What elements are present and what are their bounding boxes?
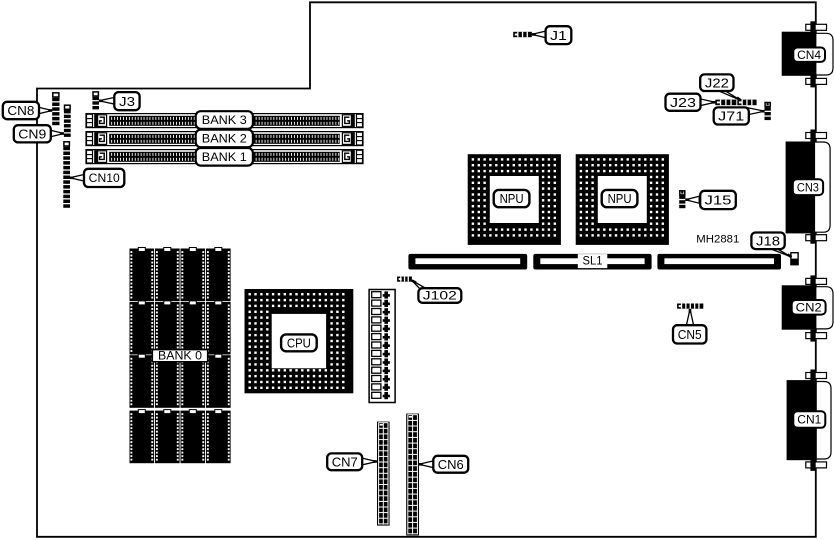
svg-text:BANK 2: BANK 2 <box>202 134 247 146</box>
svg-text:CN6: CN6 <box>438 457 464 472</box>
svg-text:BANK 0: BANK 0 <box>158 350 202 362</box>
svg-text:CN9: CN9 <box>18 127 46 142</box>
svg-text:J3: J3 <box>119 94 135 109</box>
svg-text:CN10: CN10 <box>89 171 120 185</box>
svg-text:J102: J102 <box>423 291 457 303</box>
svg-text:BANK 3: BANK 3 <box>202 115 247 127</box>
svg-text:NPU: NPU <box>500 191 524 206</box>
svg-text:J1: J1 <box>550 28 567 43</box>
svg-text:SL1: SL1 <box>583 256 603 268</box>
svg-text:CN3: CN3 <box>797 182 819 194</box>
svg-text:J22: J22 <box>705 75 729 90</box>
svg-text:J15: J15 <box>705 193 732 208</box>
svg-text:BANK 1: BANK 1 <box>202 152 247 164</box>
svg-text:CN2: CN2 <box>796 302 822 314</box>
svg-text:MH2881: MH2881 <box>696 234 739 246</box>
svg-text:CN8: CN8 <box>7 103 34 118</box>
svg-text:J71: J71 <box>718 109 744 124</box>
svg-text:NPU: NPU <box>608 191 632 206</box>
svg-text:CN5: CN5 <box>678 327 702 342</box>
svg-text:CN4: CN4 <box>797 50 822 62</box>
svg-text:CN7: CN7 <box>332 455 358 470</box>
svg-text:CPU: CPU <box>287 335 311 350</box>
svg-text:CN1: CN1 <box>797 415 821 427</box>
svg-text:J18: J18 <box>756 234 780 249</box>
svg-text:J23: J23 <box>670 95 696 110</box>
